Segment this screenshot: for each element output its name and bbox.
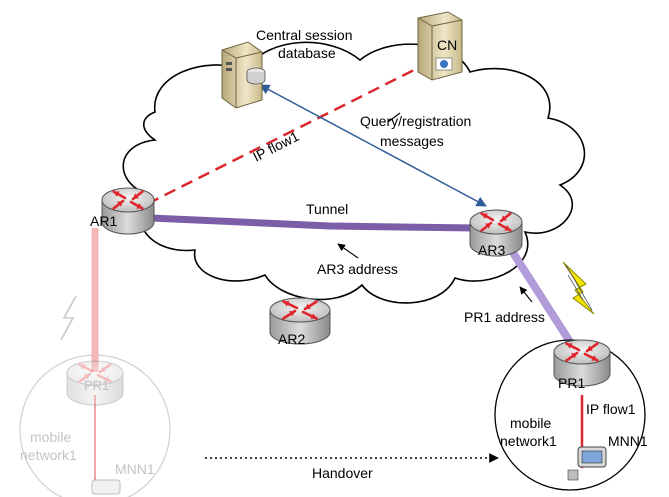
ar3-label: AR3 xyxy=(478,242,505,258)
old-mnn1-label: MNN1 xyxy=(115,461,155,477)
old-mnn1-device-icon xyxy=(91,479,121,495)
ip-flow-mobile-label: IP flow1 xyxy=(586,401,636,417)
pr1-label: PR1 xyxy=(558,375,585,391)
central-db-label-line2: database xyxy=(278,45,336,61)
lightning-icon xyxy=(562,261,595,315)
tunnel-label: Tunnel xyxy=(306,201,348,217)
ar3-router-icon xyxy=(469,209,523,257)
query-messages-pointer xyxy=(387,112,401,123)
handover-label: Handover xyxy=(312,465,373,481)
link-ar3-pr1 xyxy=(506,244,576,349)
old-lightning-icon xyxy=(60,295,77,341)
mobile-network-circle xyxy=(494,339,646,491)
mobile-network-label-line2: network1 xyxy=(500,433,557,449)
tunnel-link xyxy=(124,213,480,232)
query-messages-label-line2: messages xyxy=(380,133,444,149)
ar3-address-pointer xyxy=(337,243,359,259)
old-pr1-label: PR1 xyxy=(84,378,109,393)
ar1-label: AR1 xyxy=(90,213,117,229)
ar2-router-icon xyxy=(269,297,331,345)
pr1-address-label: PR1 address xyxy=(464,309,545,325)
pr1-router-icon xyxy=(553,339,611,387)
mnn1-label: MNN1 xyxy=(608,433,648,449)
query-registration-arrow xyxy=(259,84,487,207)
cn-label: CN xyxy=(437,37,457,53)
central-database-server-icon xyxy=(221,41,266,109)
mobile-network-label-line1: mobile xyxy=(510,415,551,431)
old-mobile-network-label-line1: mobile xyxy=(30,429,71,445)
cn-server-icon xyxy=(417,11,463,81)
mnn1-device-icon xyxy=(567,446,607,481)
ar1-router-icon xyxy=(101,187,155,235)
ar3-address-label: AR3 address xyxy=(317,261,398,277)
ar2-label: AR2 xyxy=(278,331,305,347)
central-db-label-line1: Central session xyxy=(256,27,353,43)
pr1-address-pointer xyxy=(519,286,533,303)
old-pr1-router-icon xyxy=(66,360,124,406)
routers-layer xyxy=(66,187,611,406)
lightning-lines xyxy=(565,264,593,311)
old-mobile-network-label-line2: network1 xyxy=(20,447,77,463)
query-messages-label-line1: Query/registration xyxy=(360,113,471,129)
